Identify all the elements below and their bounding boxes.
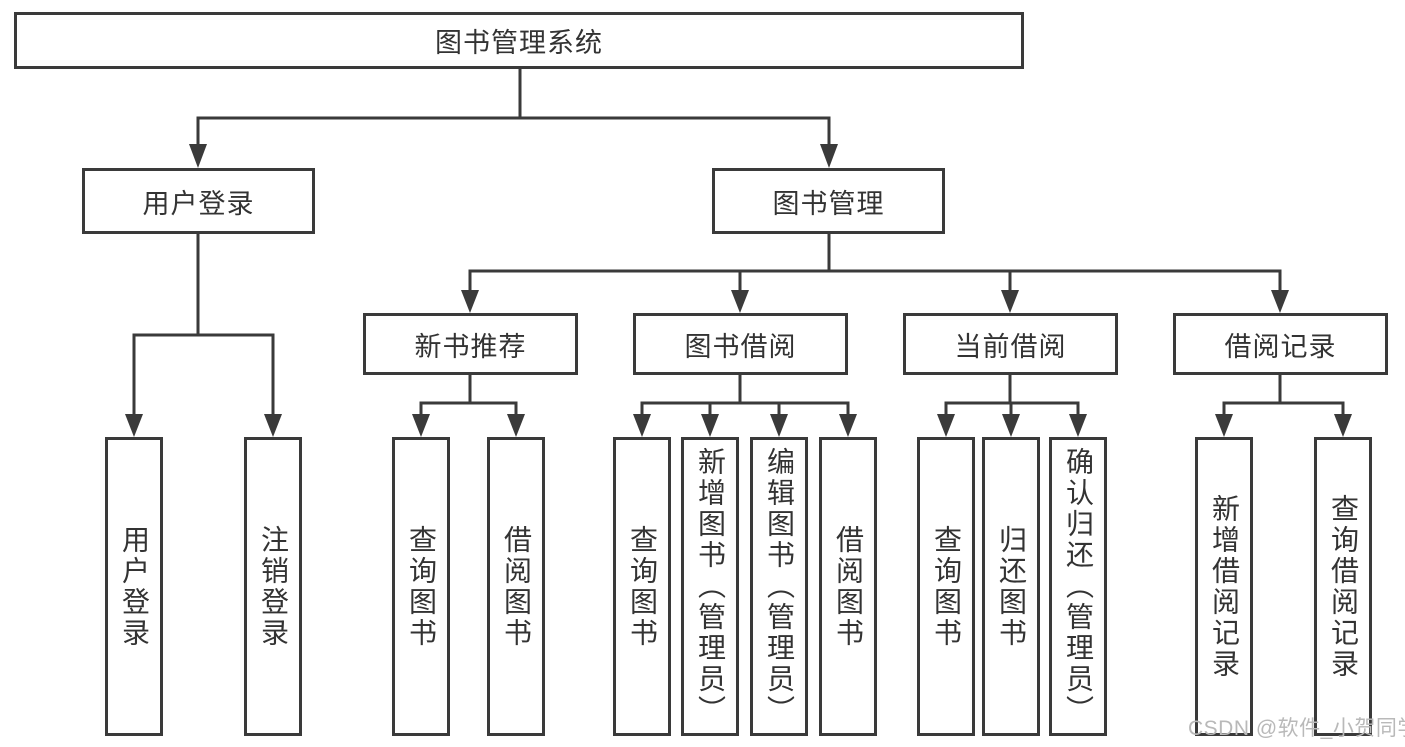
- watermark: CSDN @软件_小贺同学: [1188, 717, 1405, 740]
- leaf-query-books-recommend: 查询图书: [392, 437, 450, 736]
- node-user-login: 用户登录: [82, 168, 315, 234]
- leaf-query-books-current: 查询图书: [917, 437, 975, 736]
- node-new-book-recommendation: 新书推荐: [363, 313, 578, 375]
- node-book-management: 图书管理: [712, 168, 945, 234]
- node-book-borrowing: 图书借阅: [633, 313, 848, 375]
- node-root: 图书管理系统: [14, 12, 1024, 69]
- leaf-edit-books-admin: 编辑图书（管理员）: [750, 437, 808, 736]
- leaf-query-borrow-record: 查询借阅记录: [1314, 437, 1372, 736]
- leaf-confirm-return-admin: 确认归还（管理员）: [1049, 437, 1107, 736]
- leaf-query-books-borrowing: 查询图书: [613, 437, 671, 736]
- leaf-add-borrow-record: 新增借阅记录: [1195, 437, 1253, 736]
- leaf-add-books-admin: 新增图书（管理员）: [681, 437, 739, 736]
- leaf-borrow-books: 借阅图书: [819, 437, 877, 736]
- node-current-borrowing: 当前借阅: [903, 313, 1118, 375]
- node-borrowing-records: 借阅记录: [1173, 313, 1388, 375]
- leaf-logout: 注销登录: [244, 437, 302, 736]
- leaf-return-books: 归还图书: [982, 437, 1040, 736]
- leaf-borrow-books-recommend: 借阅图书: [487, 437, 545, 736]
- leaf-user-login: 用户登录: [105, 437, 163, 736]
